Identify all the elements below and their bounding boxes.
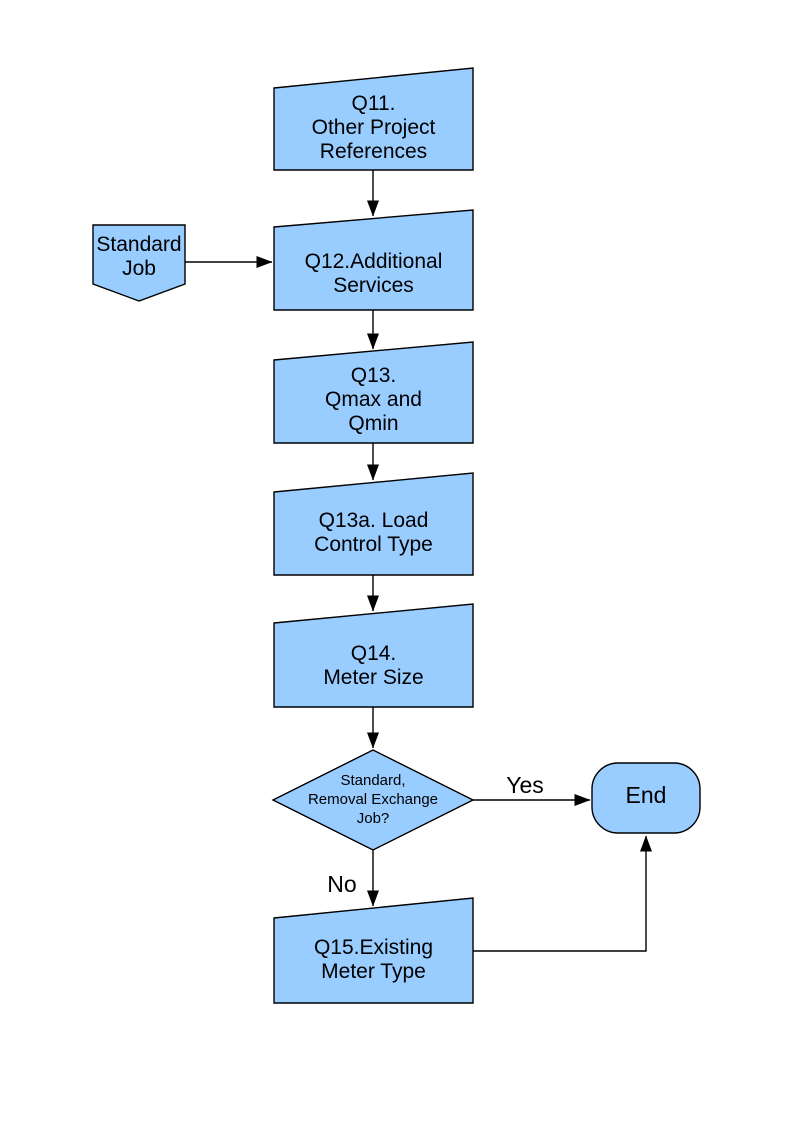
- node-standard-job-label: Standard Job: [96, 233, 182, 280]
- node-q11-label: Q11. Other Project References: [311, 92, 436, 163]
- node-q12-shape: [273, 209, 474, 311]
- node-standard-job-shape: [92, 224, 186, 302]
- node-q13-label: Q13. Qmax and Qmin: [325, 364, 422, 435]
- node-q13-shape: [273, 341, 474, 444]
- node-q15-shape: [273, 897, 474, 1004]
- node-q15-label: Q15.Existing Meter Type: [313, 936, 434, 983]
- node-decision-shape: [271, 749, 475, 851]
- edge-no-label: No: [327, 871, 357, 897]
- node-q11-shape: [273, 67, 474, 171]
- node-decision-label: Standard, Removal Exchange Job?: [307, 772, 439, 827]
- node-q14-shape: [273, 603, 474, 708]
- node-q13a-shape: [273, 472, 474, 576]
- node-q12-label: Q12.Additional Services: [304, 250, 443, 297]
- node-q13a-label: Q13a. Load Control Type: [314, 509, 433, 556]
- node-end-shape: [591, 762, 701, 834]
- edge-q15-to-end: [472, 835, 652, 952]
- edge-yes-label: Yes: [506, 772, 544, 798]
- node-end-label: End: [625, 782, 667, 808]
- node-q14-label: Q14. Meter Size: [323, 642, 424, 689]
